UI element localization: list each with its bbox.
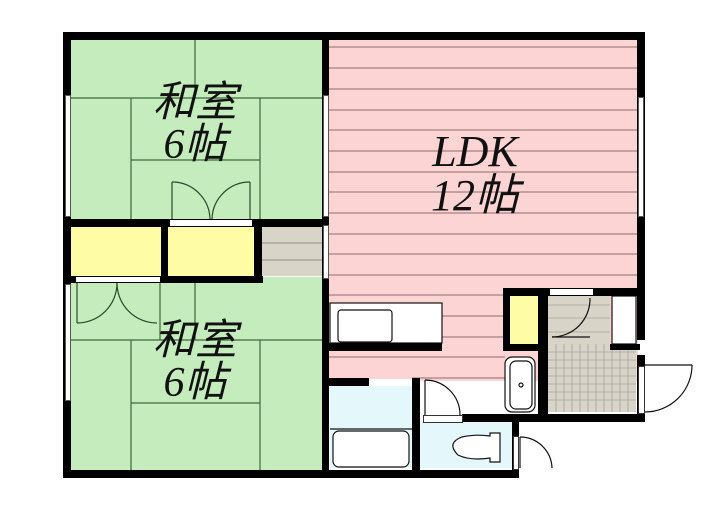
- opening-bath-top: [369, 379, 412, 385]
- wall-toilet-top: [462, 414, 645, 422]
- wall-closet-divider: [161, 219, 168, 283]
- wall-top: [63, 32, 645, 40]
- wall-left: [63, 32, 71, 478]
- room-size: 6帖: [163, 360, 227, 406]
- window-north-left: [65, 95, 71, 217]
- room-label-washitsu-south: 和室 6帖: [120, 320, 270, 404]
- wall-closet-right: [254, 219, 262, 283]
- stairs: [262, 226, 322, 276]
- wall-entrance-left: [538, 288, 548, 422]
- window-north-right: [323, 95, 329, 217]
- window-south-left: [65, 284, 71, 401]
- wall-bottom-left: [63, 470, 517, 478]
- wall-bath-right: [412, 378, 420, 478]
- room-name: 和室: [152, 80, 237, 126]
- wall-kitchen-counter: [329, 343, 442, 351]
- closet-left: [70, 226, 162, 276]
- room-washitsu-north: [70, 39, 322, 219]
- wall-entrance-inner: [610, 344, 640, 350]
- room-size: 12帖: [431, 171, 519, 220]
- front-door-frame: [638, 366, 645, 414]
- wall-storage-left: [503, 288, 510, 348]
- room-washitsu-south: [70, 277, 322, 470]
- window-stairs: [323, 225, 329, 279]
- room-label-ldk: LDK 12帖: [400, 130, 550, 218]
- opening-bath-door: [423, 415, 463, 423]
- opening-north-closet: [170, 220, 252, 226]
- wall-bath-top: [329, 378, 369, 386]
- room-label-washitsu-north: 和室 6帖: [120, 82, 270, 166]
- entrance-tile: [548, 344, 636, 412]
- window-ldk-right: [638, 97, 644, 217]
- closet-right: [168, 226, 254, 276]
- storage-small: [510, 296, 538, 344]
- room-size: 6帖: [163, 122, 227, 168]
- opening-entrance: [550, 289, 593, 295]
- room-name: LDK: [432, 127, 518, 176]
- wall-storage-bottom: [503, 344, 548, 351]
- toilet-door-frame: [513, 436, 519, 470]
- opening-south-closet: [76, 277, 160, 282]
- room-name: 和室: [152, 318, 237, 364]
